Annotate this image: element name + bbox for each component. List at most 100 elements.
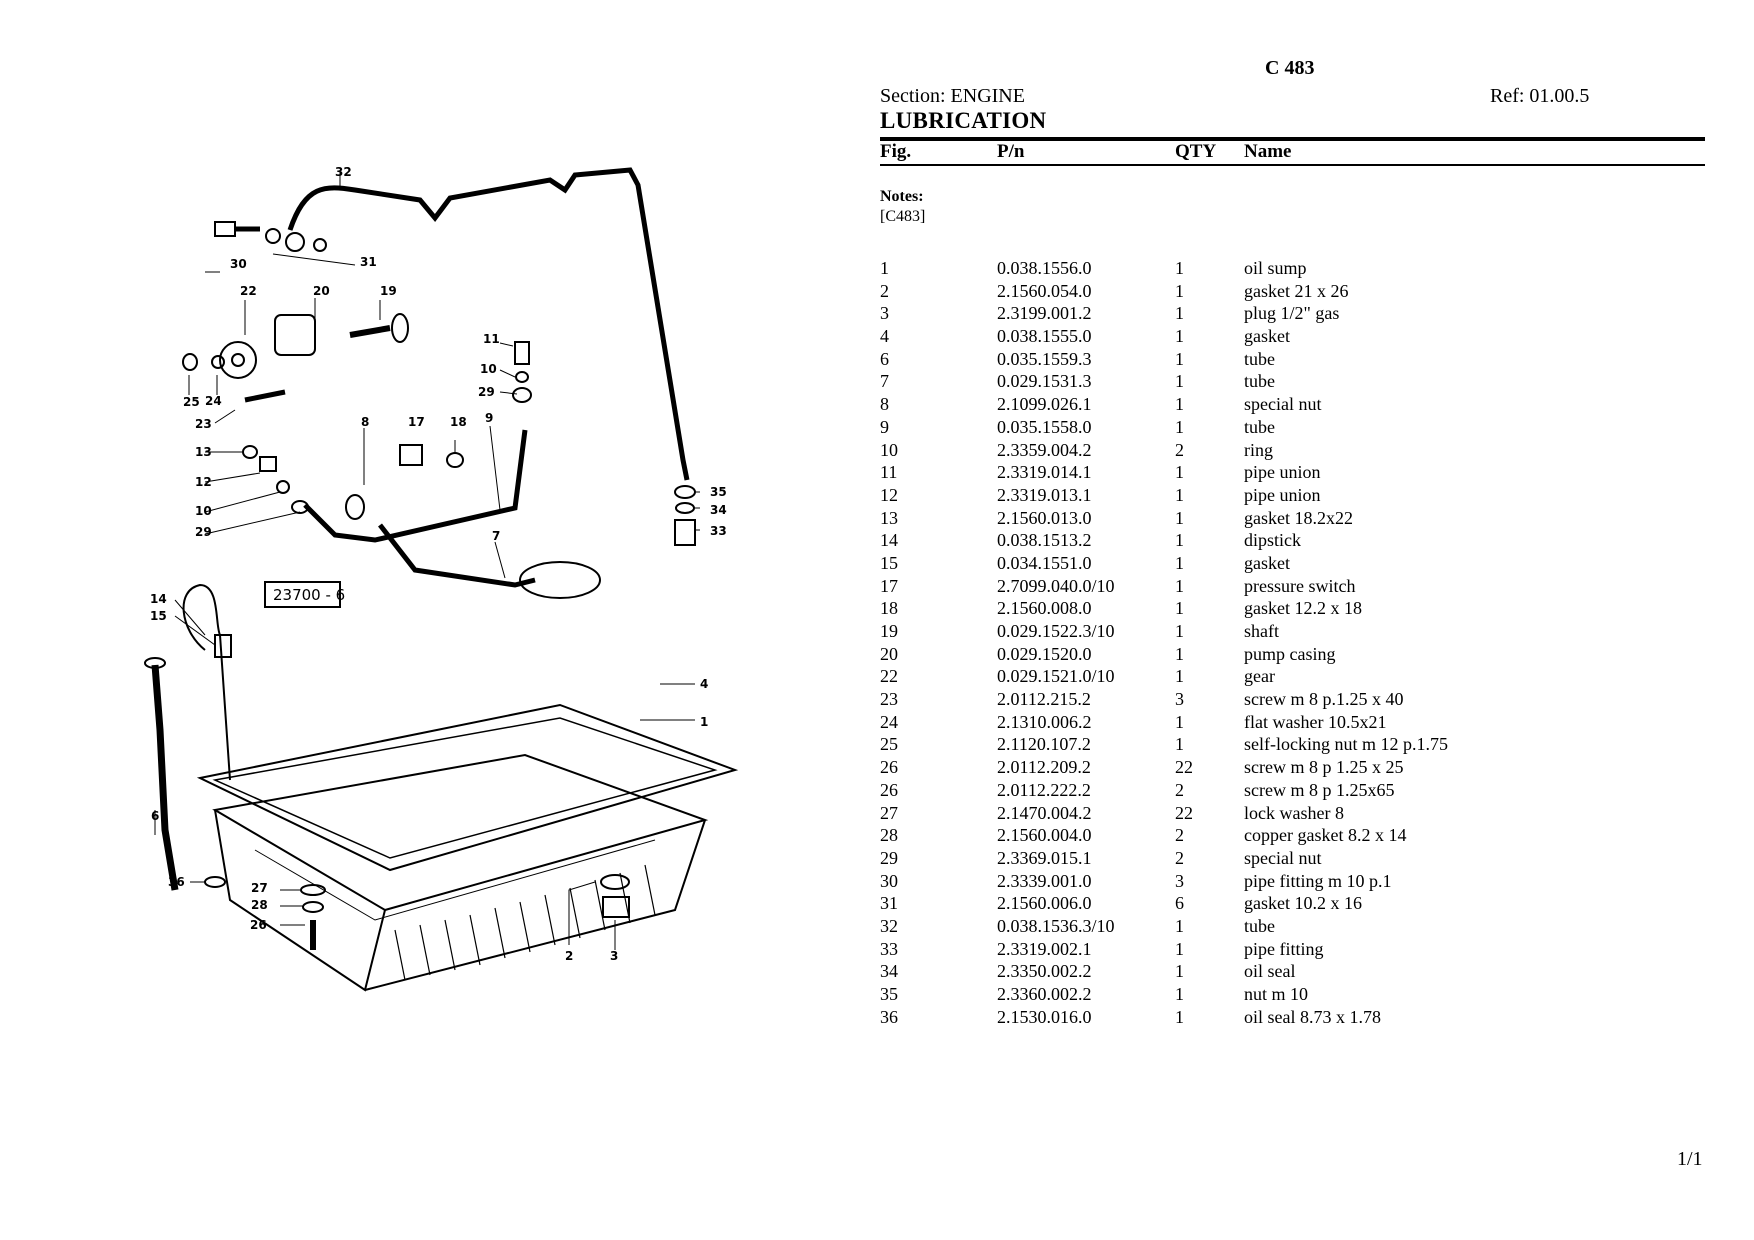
row-qty: 1 (1175, 621, 1184, 641)
row-name: oil seal (1244, 961, 1296, 982)
row-fig: 26 (880, 779, 898, 800)
callout-label: 14 (150, 592, 167, 606)
row-fig: 24 (880, 711, 898, 732)
row-qty: 3 (1175, 870, 1184, 891)
row-fig: 8 (880, 394, 889, 415)
row-qty: 1 (1175, 530, 1184, 551)
row-qty: 1 (1175, 484, 1184, 505)
row-part-number: 2.3199.001.2 (997, 303, 1092, 324)
row-name: pipe union (1244, 462, 1321, 483)
row-part-number: 2.3350.002.2 (997, 961, 1092, 982)
callout-label: 11 (483, 332, 500, 346)
row-name: gasket 18.2x22 (1244, 507, 1353, 528)
row-name: screw m 8 p.1.25 x 40 (1244, 689, 1404, 710)
row-name: pressure switch (1244, 575, 1356, 596)
row-part-number: 0.034.1551.0 (997, 552, 1092, 573)
row-qty: 1 (1175, 280, 1184, 301)
callout-label: 2 (565, 949, 573, 963)
callout-label: 28 (251, 898, 268, 912)
callout-label: 6 (151, 809, 159, 823)
callout-label: 10 (195, 504, 212, 518)
row-name: screw m 8 p 1.25 x 25 (1244, 757, 1404, 778)
row-part-number: 0.029.1521.0/10 (997, 666, 1115, 687)
callout-label: 10 (480, 362, 497, 376)
callout-label: 30 (230, 257, 247, 271)
row-qty: 1 (1175, 416, 1184, 437)
row-fig: 25 (880, 734, 898, 755)
callout-label: 15 (150, 609, 167, 623)
row-part-number: 2.1310.006.2 (997, 711, 1092, 732)
row-part-number: 2.0112.222.2 (997, 779, 1091, 800)
row-part-number: 2.7099.040.0/10 (997, 575, 1115, 596)
row-part-number: 2.3359.004.2 (997, 439, 1092, 460)
row-fig: 4 (880, 326, 889, 347)
column-header-pn: P/n (997, 141, 1025, 162)
figure-stamp: 23700 - 6 (273, 586, 345, 604)
row-part-number: 2.1560.008.0 (997, 598, 1092, 619)
callout-label: 1 (700, 715, 708, 729)
row-fig: 20 (880, 643, 898, 664)
row-part-number: 0.038.1513.2 (997, 530, 1092, 551)
callout-label: 34 (710, 503, 727, 517)
row-fig: 35 (880, 984, 898, 1004)
row-part-number: 2.1560.013.0 (997, 507, 1092, 528)
row-fig: 23 (880, 689, 898, 710)
row-fig: 19 (880, 621, 898, 641)
page-number: 1/1 (1677, 1148, 1703, 1170)
row-fig: 30 (880, 870, 898, 891)
callout-label: 23 (195, 417, 212, 431)
callout-label: 8 (361, 415, 369, 429)
row-part-number: 2.3319.002.1 (997, 938, 1092, 959)
row-fig: 10 (880, 439, 898, 460)
callout-label: 26 (250, 918, 267, 932)
row-name: pipe fitting m 10 p.1 (1244, 870, 1392, 891)
row-fig: 11 (880, 462, 898, 483)
row-qty: 6 (1175, 893, 1184, 914)
row-fig: 17 (880, 575, 898, 596)
callout-label: 27 (251, 881, 268, 895)
row-name: shaft (1244, 621, 1279, 641)
row-name: gear (1244, 666, 1275, 687)
row-part-number: 0.029.1520.0 (997, 643, 1092, 664)
model-code: C 483 (1265, 57, 1315, 79)
page-title: LUBRICATION (880, 108, 1047, 133)
row-part-number: 0.035.1558.0 (997, 416, 1092, 437)
row-part-number: 2.1099.026.1 (997, 394, 1092, 415)
callout-label: 24 (205, 394, 222, 408)
callout-label: 9 (485, 411, 493, 425)
row-fig: 14 (880, 530, 898, 551)
row-qty: 1 (1175, 507, 1184, 528)
callout-label: 18 (450, 415, 467, 429)
row-fig: 9 (880, 416, 889, 437)
row-name: gasket (1244, 552, 1290, 573)
callout-label: 12 (195, 475, 212, 489)
callout-label: 20 (313, 284, 330, 298)
row-qty: 1 (1175, 984, 1184, 1004)
row-qty: 1 (1175, 326, 1184, 347)
row-part-number: 0.035.1559.3 (997, 348, 1092, 369)
row-fig: 22 (880, 666, 898, 687)
row-qty: 1 (1175, 371, 1184, 392)
table-header: Fig. P/n QTY Name (880, 140, 1705, 164)
row-fig: 15 (880, 552, 898, 573)
row-part-number: 2.1120.107.2 (997, 734, 1091, 755)
row-part-number: 0.038.1536.3/10 (997, 915, 1115, 936)
